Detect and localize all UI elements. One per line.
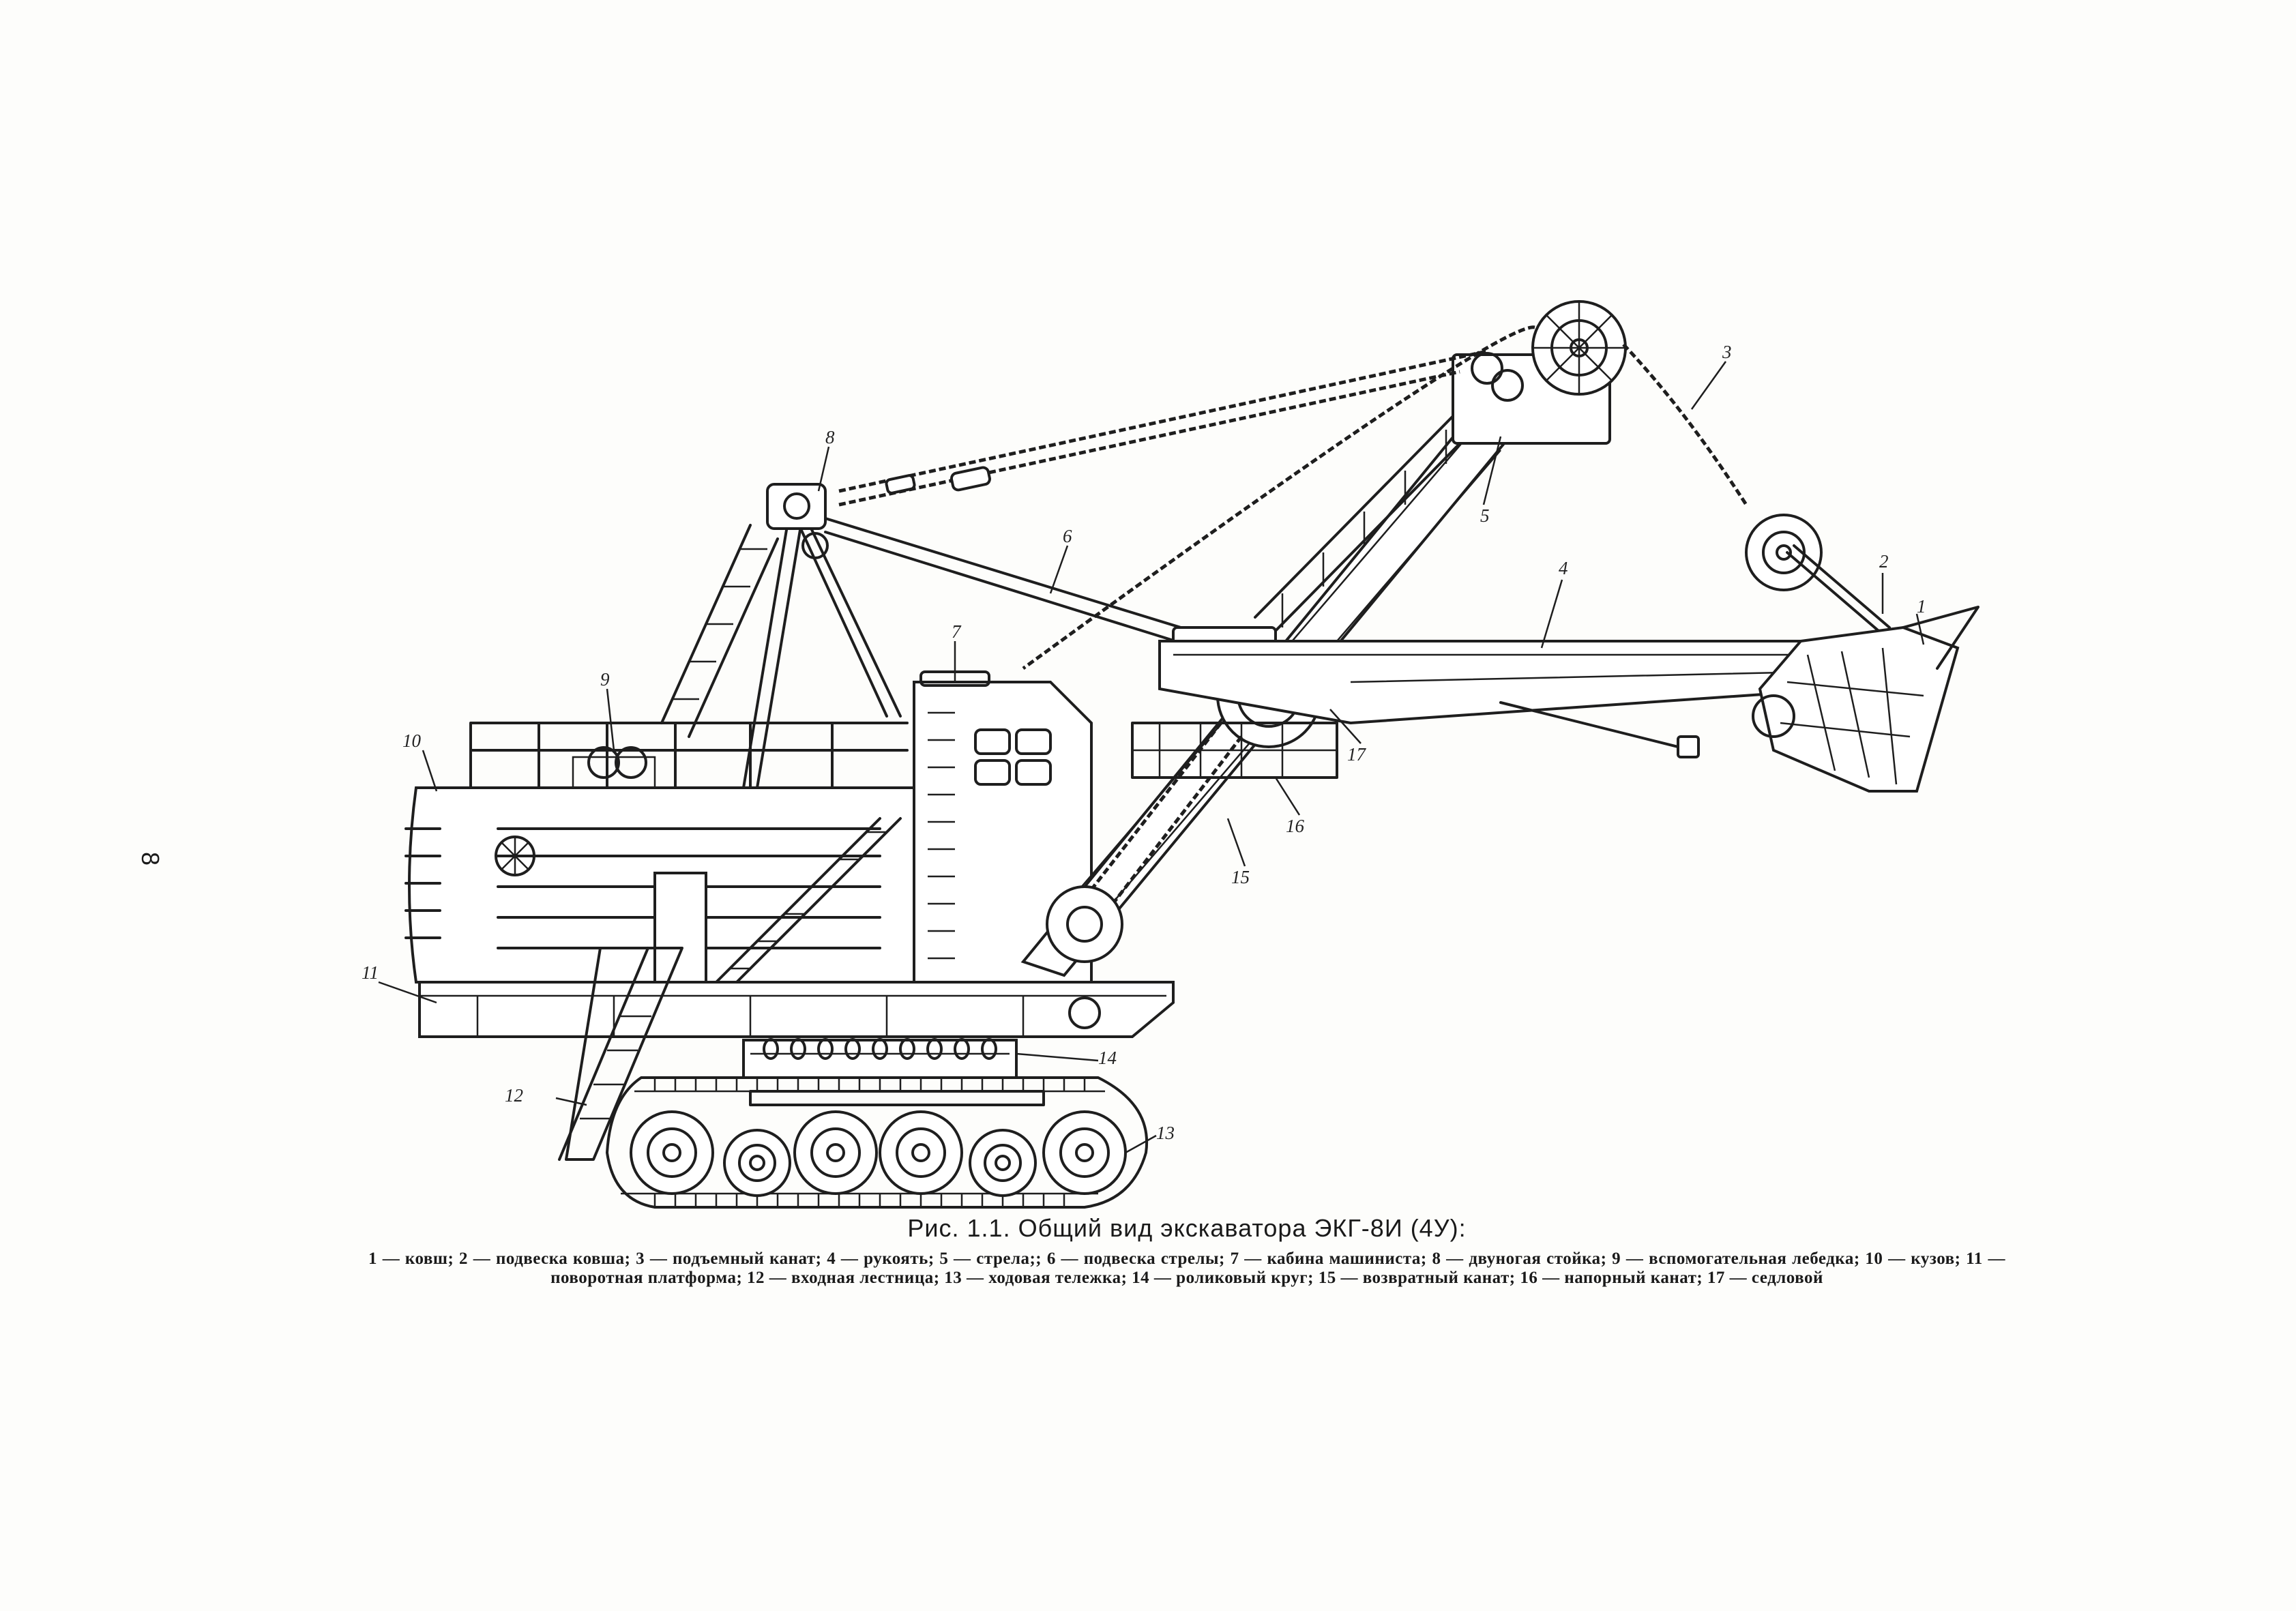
- callout-2: 2: [1879, 551, 1889, 572]
- callout-7: 7: [952, 621, 962, 642]
- callout-9: 9: [600, 669, 610, 690]
- entrance-ladder: [558, 947, 683, 1161]
- callout-labels: 1 2 3 4 5 6 7 8 9 10 11 12 13 14 15 16 1…: [362, 342, 1926, 1143]
- road-wheels: [630, 1110, 1127, 1197]
- track-links: [653, 1078, 1086, 1207]
- caption-legend: 1 — ковш; 2 — подвеска ковша; 3 — подъем…: [368, 1250, 2005, 1287]
- callout-8: 8: [825, 427, 835, 447]
- roller-circle: [742, 1038, 1018, 1079]
- caption-title: Рис. 1.1. Общий вид экскаватора ЭКГ-8И (…: [907, 1214, 1467, 1242]
- callout-15: 15: [1231, 867, 1250, 887]
- callout-4: 4: [1559, 558, 1568, 578]
- dipper-handle: [1158, 640, 1843, 758]
- callout-3: 3: [1722, 342, 1732, 362]
- a-frame-bipod: [660, 483, 902, 789]
- callout-10: 10: [402, 730, 422, 751]
- callout-1: 1: [1917, 596, 1926, 617]
- callout-16: 16: [1286, 816, 1305, 836]
- side-vents: [404, 827, 441, 939]
- callout-leaders: [378, 361, 1925, 1154]
- callout-14: 14: [1098, 1048, 1117, 1068]
- crowd-return-ropes: [1046, 722, 1338, 963]
- house-body: [404, 722, 915, 984]
- callout-6: 6: [1063, 526, 1072, 546]
- callout-11: 11: [362, 962, 379, 983]
- callout-17: 17: [1347, 744, 1367, 765]
- crawler-track: [606, 1076, 1149, 1209]
- boom: [1020, 300, 1627, 977]
- hoist-rope: [1022, 325, 1823, 670]
- callout-12: 12: [505, 1085, 523, 1106]
- dipper-suspension: [1786, 544, 1891, 636]
- callout-13: 13: [1156, 1123, 1175, 1143]
- figure-caption: Рис. 1.1. Общий вид экскаватора ЭКГ-8И (…: [368, 1214, 2005, 1288]
- rotating-platform: [418, 981, 1175, 1038]
- callout-5: 5: [1480, 505, 1490, 526]
- bucket: [1752, 606, 1979, 793]
- operator-cab: [715, 670, 1093, 984]
